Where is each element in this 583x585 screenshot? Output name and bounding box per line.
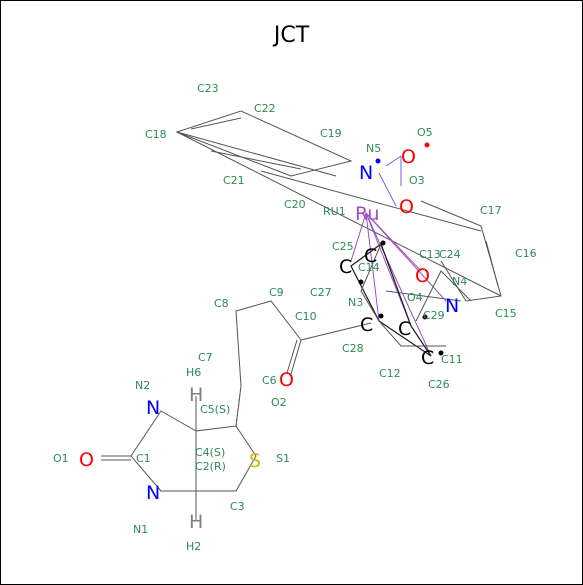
label-c26: C26 — [428, 378, 450, 391]
label-c8: C8 — [214, 297, 229, 310]
label-c15: C15 — [495, 307, 517, 320]
atom-ru1: Ru — [355, 203, 379, 225]
label-c29: C29 — [423, 309, 445, 322]
label-c1: C1 — [136, 452, 151, 465]
label-o2: O2 — [271, 396, 287, 409]
label-c3: C3 — [230, 500, 245, 513]
label-n2: N2 — [135, 379, 150, 392]
label-n5: N5 — [366, 142, 381, 155]
label-c18: C18 — [145, 128, 167, 141]
label-h2: H2 — [186, 540, 201, 553]
label-c14: C14 — [358, 261, 380, 274]
atom-n5: N — [359, 162, 373, 184]
atom-c13: C — [364, 245, 377, 267]
atom-h2: H — [189, 511, 203, 533]
label-c6: C6 — [262, 374, 277, 387]
label-c17: C17 — [480, 204, 502, 217]
label-o4: O4 — [407, 291, 423, 304]
atom-o1: O — [79, 449, 94, 471]
label-n1: N1 — [133, 523, 148, 536]
label-c16: C16 — [515, 247, 537, 260]
label-n4: N4 — [452, 275, 467, 288]
atom-labels: C23 C22 C18 C19 C21 C20 N5 O5 O3 RU1 C17… — [53, 82, 537, 553]
label-c12: C12 — [379, 367, 401, 380]
label-c27: C27 — [310, 286, 332, 299]
label-c28: C28 — [342, 342, 364, 355]
label-c23: C23 — [197, 82, 219, 95]
label-c5s: C5(S) — [200, 403, 230, 416]
atom-c11: C — [421, 347, 434, 369]
atom-o2: O — [279, 369, 294, 391]
label-c7: C7 — [198, 351, 213, 364]
label-h6: H6 — [186, 366, 201, 379]
atom-n2: N — [146, 397, 160, 419]
label-c4s: C4(S) — [195, 446, 225, 459]
atom-c27: C — [360, 314, 373, 336]
atom-n1: N — [146, 482, 160, 504]
atom-n4: N — [445, 295, 459, 317]
label-c11: C11 — [441, 353, 463, 366]
label-s1: S1 — [276, 452, 290, 465]
electron-dots — [358, 142, 444, 356]
label-c19: C19 — [320, 127, 342, 140]
atom-o4: O — [415, 265, 430, 287]
atom-o5: O — [401, 146, 416, 168]
label-o5: O5 — [417, 126, 433, 139]
atom-symbols: N O O Ru C C O N C C C O N H O S N H — [79, 146, 459, 533]
atom-s1: S — [249, 450, 261, 472]
label-n3: N3 — [348, 296, 363, 309]
atom-h6: H — [189, 384, 203, 406]
structure-title: JCT — [273, 23, 310, 48]
atom-o3: O — [399, 196, 414, 218]
label-ru1: RU1 — [323, 205, 346, 218]
label-c10: C10 — [295, 310, 317, 323]
label-c9: C9 — [269, 286, 284, 299]
label-o1: O1 — [53, 452, 69, 465]
label-c13: C13 — [419, 248, 441, 261]
label-c2r: C2(R) — [195, 460, 226, 473]
label-c22: C22 — [254, 102, 276, 115]
label-c21: C21 — [223, 174, 245, 187]
bond-lines — [101, 110, 502, 521]
label-c20: C20 — [284, 198, 306, 211]
label-c25: C25 — [332, 240, 354, 253]
label-o3: O3 — [409, 174, 425, 187]
atom-c25: C — [339, 256, 352, 278]
label-c24: C24 — [439, 248, 461, 261]
atom-c29: C — [398, 318, 411, 340]
